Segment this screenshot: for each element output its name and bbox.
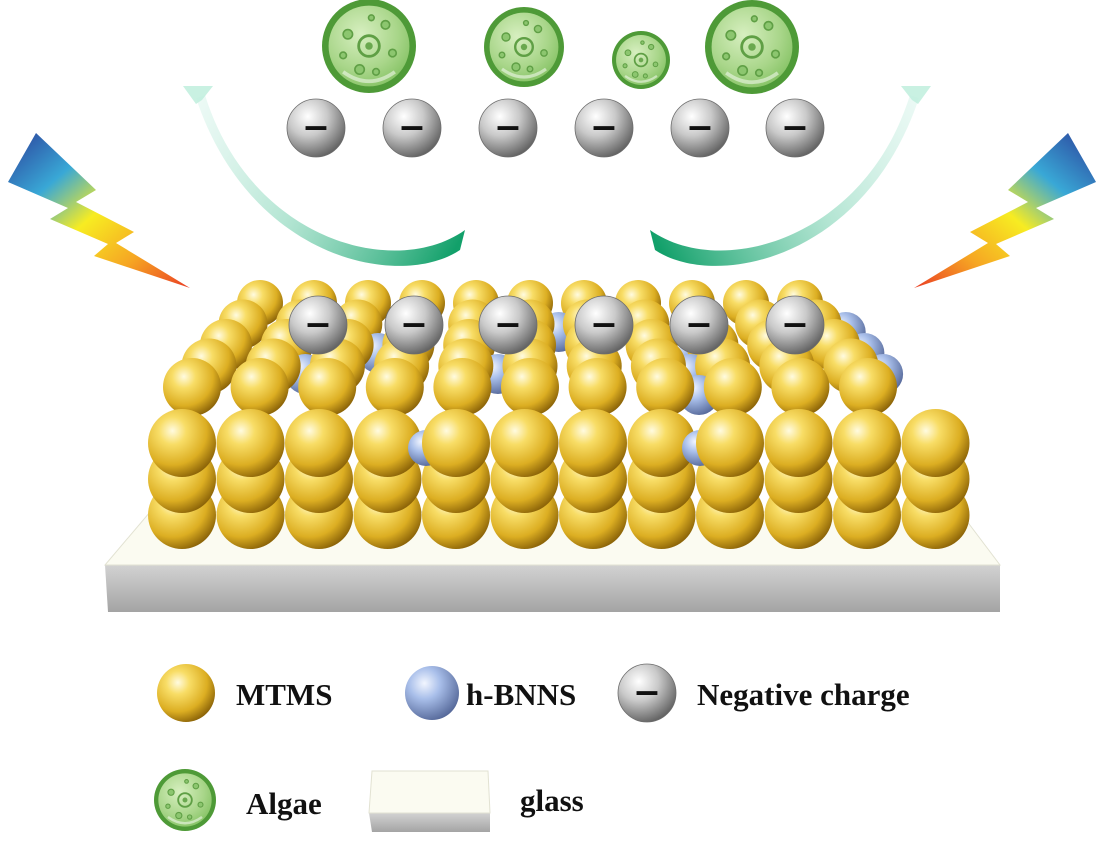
repel-arrow-icon (650, 86, 931, 266)
mtms-particle (353, 409, 422, 477)
legend-icons: − (154, 663, 677, 832)
negative-charge-icon: − (765, 98, 825, 158)
charge-sign: − (781, 304, 809, 343)
legend-label-glass: glass (520, 783, 584, 818)
mtms-particle (627, 409, 696, 477)
negative-charge-icon: − (286, 98, 346, 158)
negative-charge-icon: − (384, 295, 444, 355)
charge-sign: − (781, 107, 809, 146)
algae-cell-icon (484, 7, 564, 87)
mtms-particle (163, 358, 221, 416)
mtms-particle (703, 358, 762, 416)
mtms-particle (771, 358, 830, 416)
lightning-bolt-icon (8, 133, 190, 288)
algae-cell-icon (154, 769, 216, 831)
algae-cell-icon (705, 0, 799, 94)
floating-species: − − − − − − − − − − − − (286, 0, 825, 355)
mtms-particle (501, 358, 559, 416)
coating-particles (148, 280, 970, 549)
mtms-particle (764, 409, 833, 477)
mtms-particle (365, 358, 424, 416)
mtms-particle (148, 409, 216, 477)
mtms-particle (230, 358, 289, 416)
mtms-particle (636, 358, 695, 416)
legend-label-hbnns: h-BNNS (466, 677, 577, 712)
charge-sign: − (685, 304, 713, 343)
charge-sign: − (590, 304, 618, 343)
charge-sign: − (398, 107, 426, 146)
charge-sign: − (494, 304, 522, 343)
algae-cell-icon (322, 0, 416, 93)
charge-sign: − (494, 107, 522, 146)
mtms-particle (216, 409, 285, 477)
mtms-particle (490, 409, 559, 477)
mtms-particle (422, 409, 490, 477)
mtms-particle (298, 358, 357, 416)
negative-charge-icon: − (765, 295, 825, 355)
legend-label-algae: Algae (246, 786, 322, 821)
mtms-particle (568, 358, 627, 416)
charge-sign: − (590, 107, 618, 146)
negative-charge-icon: − (382, 98, 442, 158)
mtms-particle (559, 409, 627, 477)
negative-charge-icon: − (288, 295, 348, 355)
negative-charge-icon: − (574, 295, 634, 355)
negative-charge-icon: − (670, 98, 730, 158)
charge-sign: − (686, 107, 714, 146)
glass-legend-icon (368, 770, 491, 832)
mtms-particle (833, 409, 901, 477)
mtms-particle (433, 358, 492, 416)
negative-charge-icon: − (669, 295, 729, 355)
hbnns-legend-icon (405, 666, 459, 720)
charge-sign: − (304, 304, 332, 343)
lightning-bolt-icon (914, 133, 1096, 288)
negative-charge-icon: − (478, 295, 538, 355)
legend-label-mtms: MTMS (236, 677, 333, 712)
mtms-particle (839, 358, 897, 416)
negative-charge-icon: − (617, 663, 677, 723)
negative-charge-icon: − (478, 98, 538, 158)
algae-cell-icon (612, 31, 670, 89)
legend-label-negative-charge: Negative charge (697, 677, 910, 712)
charge-sign: − (302, 107, 330, 146)
negative-charge-icon: − (574, 98, 634, 158)
mtms-legend-icon (157, 664, 215, 722)
charge-sign: − (633, 672, 661, 711)
charge-sign: − (400, 304, 428, 343)
mtms-particle (285, 409, 353, 477)
mtms-particle (901, 409, 970, 477)
mtms-particle (696, 409, 764, 477)
repel-arrow-icon (183, 86, 465, 266)
